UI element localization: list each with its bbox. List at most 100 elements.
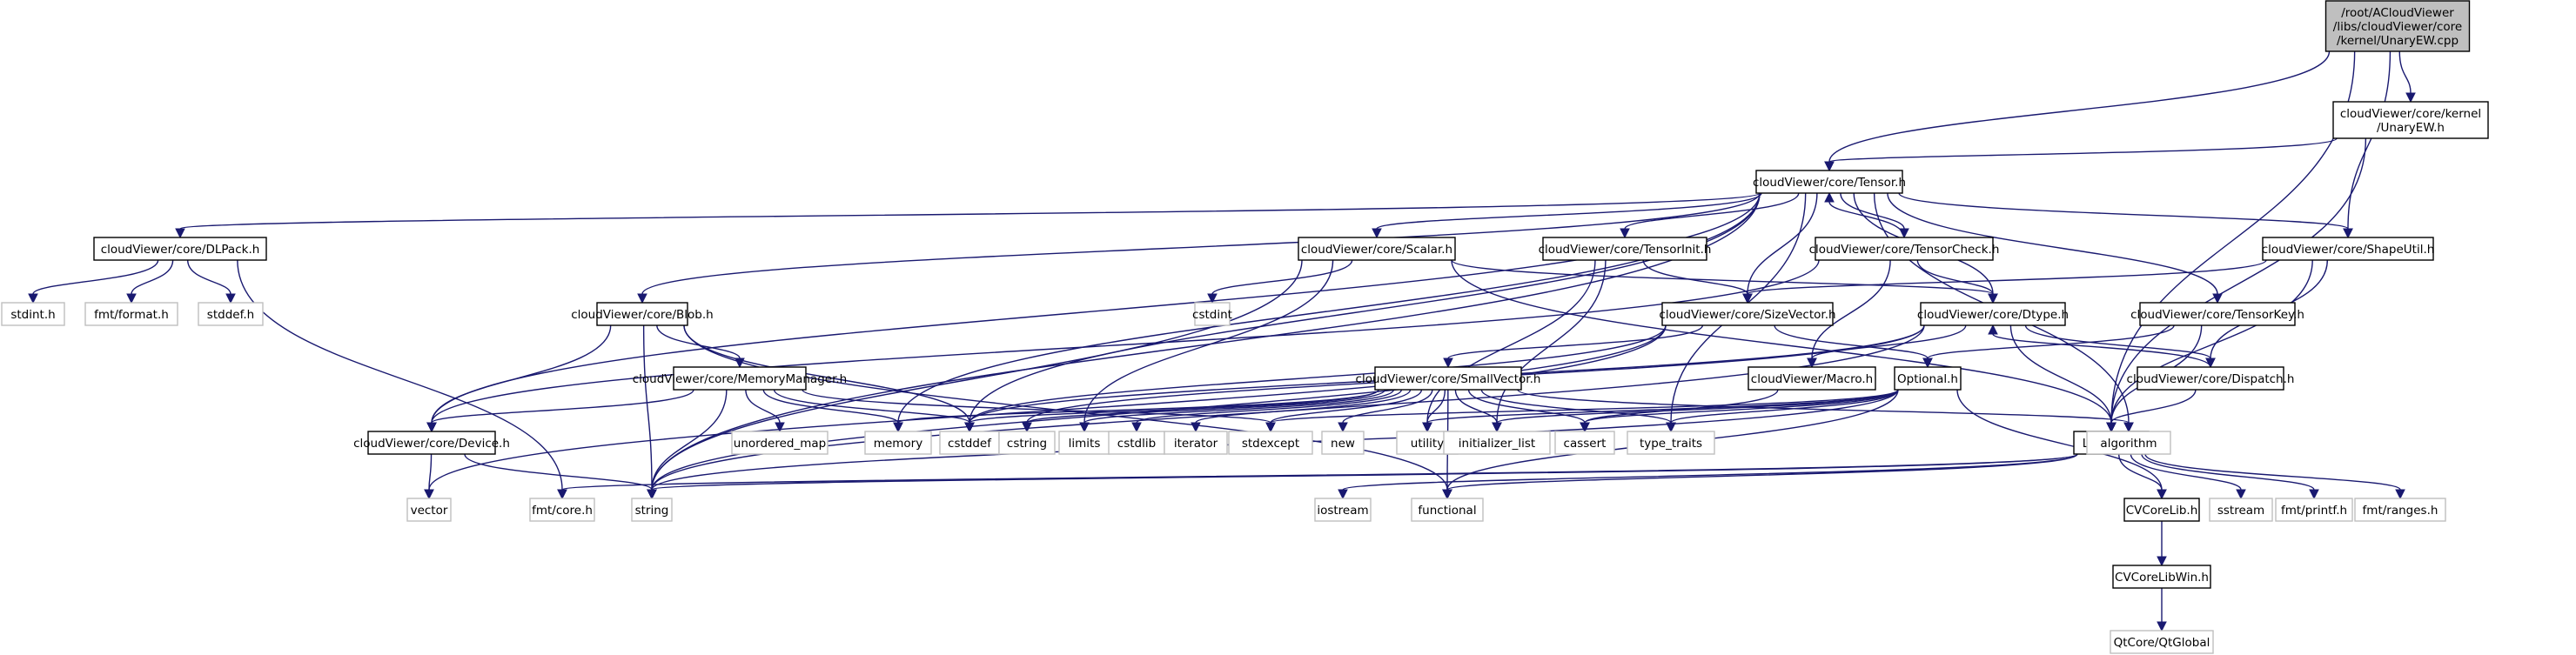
edge-arrowhead: [1988, 324, 1998, 335]
node-label: cstdint: [1192, 308, 1232, 322]
edge-line: [1342, 389, 1433, 424]
node-label: cloudViewer/core/TensorKey.h: [2130, 308, 2304, 322]
node-label: algorithm: [2100, 437, 2157, 451]
edge-dtype_h-to-string: [647, 324, 1925, 500]
edge-arrowhead: [2157, 621, 2167, 632]
node-limits: limits: [1058, 431, 1110, 455]
edge-smallvector_h-to-new: [1338, 389, 1433, 433]
edge-sizevector_h-to-optional_h: [1774, 324, 1933, 369]
node-tensorcheck-h[interactable]: cloudViewer/core/TensorCheck.h: [1809, 237, 2000, 261]
node-tensorkey-h[interactable]: cloudViewer/core/TensorKey.h: [2130, 302, 2304, 326]
edge-line: [2347, 50, 2392, 230]
edge-tensor_h-to-memory: [893, 192, 1761, 433]
edge-logging_h-to-functional: [1442, 453, 2078, 500]
edge-scalar_h-to-cstdint: [1207, 259, 1353, 304]
node-label: fmt/ranges.h: [2363, 504, 2438, 518]
node-sstream: sstream: [2209, 498, 2273, 522]
edge-line: [642, 324, 653, 491]
node-box: [2139, 302, 2296, 326]
node-label: new: [1331, 437, 1355, 451]
node-unaryew-h[interactable]: cloudViewer/core/kernel/UnaryEW.h: [2332, 101, 2489, 139]
node-label: cloudViewer/core/DLPack.h: [101, 243, 260, 257]
node-label: memory: [874, 437, 922, 451]
edge-line: [1927, 324, 2175, 359]
edge-smallvector_h-to-algorithm: [1517, 389, 2134, 433]
node-box: [2262, 237, 2434, 261]
edge-arrowhead: [1022, 422, 1032, 433]
edge-line: [1811, 324, 1967, 359]
node-tensorinit-h[interactable]: cloudViewer/core/TensorInit.h: [1539, 237, 1712, 261]
edge-line: [1916, 259, 1994, 295]
edge-line: [745, 389, 781, 424]
edge-arrowhead: [1338, 489, 1348, 500]
edge-line: [1624, 192, 1800, 230]
node-sizevector-h[interactable]: cloudViewer/core/SizeVector.h: [1659, 302, 1836, 326]
node-string: string: [631, 498, 673, 522]
node-box: [1, 302, 65, 326]
node-label: cstring: [1007, 437, 1047, 451]
node-label: cloudViewer/Macro.h: [1751, 372, 1873, 386]
node-macro-h[interactable]: cloudViewer/Macro.h: [1748, 366, 1876, 391]
edge-memorymanager_h-to-device_h: [426, 389, 694, 433]
node-box: [1194, 302, 1231, 326]
node-fmt-format-h: fmt/format.h: [84, 302, 178, 326]
node-shapeutil-h[interactable]: cloudViewer/core/ShapeUtil.h: [2262, 237, 2435, 261]
edge-line: [651, 324, 1667, 491]
node-dlpack-h[interactable]: cloudViewer/core/DLPack.h: [93, 237, 267, 261]
edge-dlpack_h-to-fmt_format_h: [126, 259, 174, 304]
edge-line: [1584, 389, 1899, 424]
node-tensor-h[interactable]: cloudViewer/core/Tensor.h: [1753, 170, 1906, 194]
node-box: [2275, 498, 2353, 522]
edge-line: [1811, 259, 1891, 359]
node-initializer-list: initializer_list: [1443, 431, 1551, 455]
edge-arrowhead: [1666, 422, 1676, 433]
node-smallvector-h[interactable]: cloudViewer/core/SmallVector.h: [1356, 366, 1541, 391]
edge-line: [1270, 389, 1423, 424]
node-cvcorelibwin-h[interactable]: CVCoreLibWin.h: [2112, 565, 2211, 589]
node-optional-h[interactable]: Optional.h: [1894, 366, 1962, 391]
edge-smallvector_h-to-cstddef: [964, 389, 1379, 433]
node-device-h[interactable]: cloudViewer/core/Device.h: [353, 431, 510, 455]
edge-arrowhead: [2106, 422, 2116, 433]
edge-line: [1517, 389, 2130, 424]
node-dispatch-h[interactable]: cloudViewer/core/Dispatch.h: [2127, 366, 2295, 391]
node-memorymanager-h[interactable]: cloudViewer/core/MemoryManager.h: [633, 366, 847, 391]
node-label: stdint.h: [10, 308, 55, 322]
node-unordered-map: unordered_map: [731, 431, 828, 455]
node-label: cloudViewer/core/MemoryManager.h: [633, 372, 847, 386]
node-root[interactable]: /root/ACloudViewer/libs/cloudViewer/core…: [2324, 0, 2471, 52]
node-label: CVCoreLibWin.h: [2115, 571, 2209, 585]
node-label: /root/ACloudViewer: [2341, 6, 2454, 20]
edge-arrowhead: [1265, 422, 1276, 433]
edge-line: [2141, 453, 2315, 491]
node-label: cloudViewer/core/Device.h: [353, 437, 510, 451]
edge-line: [1898, 192, 2349, 230]
node-functional: functional: [1411, 498, 1484, 522]
edge-arrowhead: [637, 293, 647, 304]
node-label: cloudViewer/core/Scalar.h: [1301, 243, 1452, 257]
node-cvcorelib-h[interactable]: CVCoreLib.h: [2123, 498, 2200, 522]
edge-device_h-to-vector: [424, 453, 434, 500]
edge-arrowhead: [225, 293, 236, 304]
node-label: string: [635, 504, 669, 518]
node-box: [2209, 498, 2273, 522]
node-box: [1661, 302, 1834, 326]
edge-line: [2110, 389, 2197, 424]
node-cassert: cassert: [1554, 431, 1615, 455]
node-scalar-h[interactable]: cloudViewer/core/Scalar.h: [1298, 237, 1456, 261]
node-box: [864, 431, 932, 455]
node-label: iostream: [1317, 504, 1368, 518]
node-dtype-h[interactable]: cloudViewer/core/Dtype.h: [1917, 302, 2069, 326]
edge-logging_h-to-string: [647, 453, 2078, 500]
node-blob-h[interactable]: cloudViewer/core/Blob.h: [571, 302, 714, 326]
node-box: [1321, 431, 1365, 455]
edge-arrowhead: [2236, 489, 2246, 500]
node-box: [2137, 366, 2284, 391]
node-box: [93, 237, 267, 261]
edge-line: [762, 389, 899, 424]
edge-memorymanager_h-to-stdexcept: [802, 389, 1276, 433]
edge-line: [428, 324, 1667, 491]
edge-arrowhead: [1620, 228, 1630, 239]
edge-line: [1376, 192, 1762, 230]
node-qtglobal: QtCore/QtGlobal: [2110, 630, 2214, 654]
